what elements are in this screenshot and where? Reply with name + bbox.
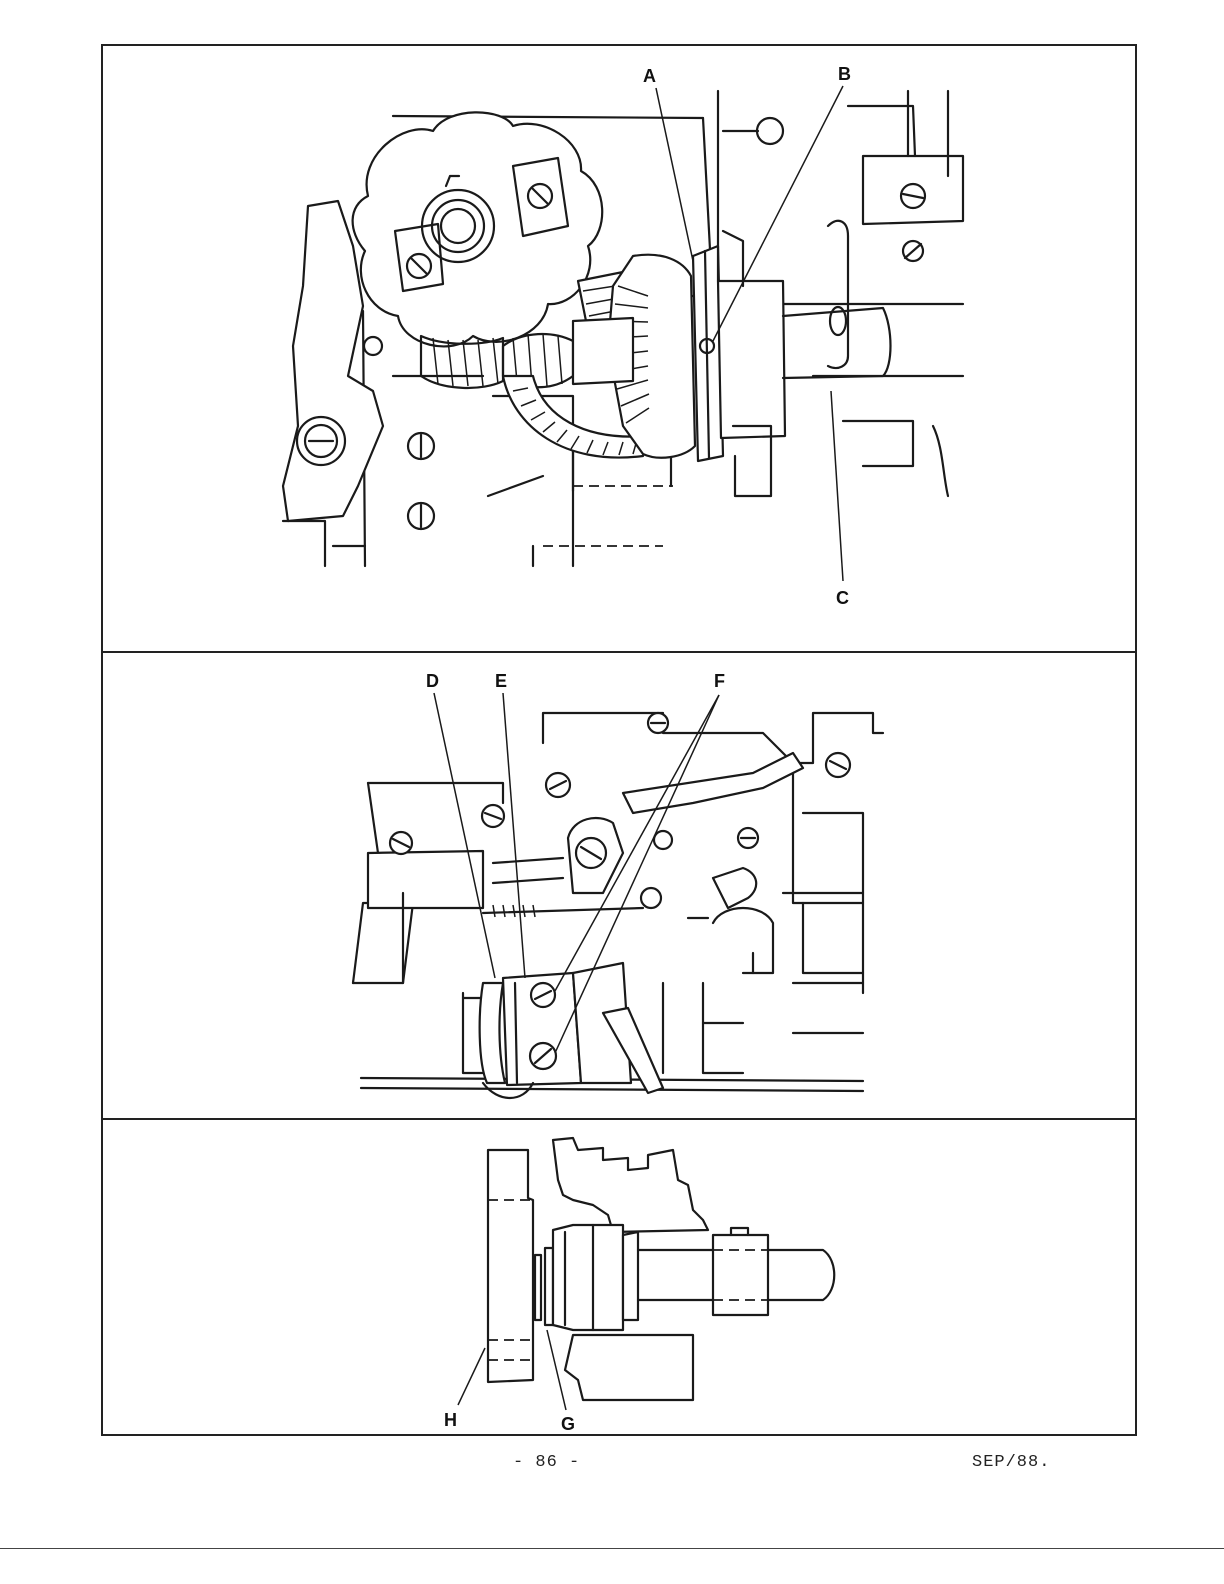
callout-c: C	[836, 588, 849, 608]
callout-e: E	[495, 671, 507, 691]
callout-g: G	[561, 1414, 575, 1434]
page-number: - 86 -	[513, 1453, 581, 1472]
revision-date: SEP/88.	[972, 1453, 1051, 1472]
bottom-rule	[0, 1548, 1224, 1549]
bottom-panel: H G	[103, 1120, 1135, 1438]
bottom-illustration: H G	[444, 1136, 836, 1434]
middle-panel: D E F	[103, 653, 1135, 1120]
callout-h: H	[444, 1410, 457, 1430]
top-panel: A B C	[103, 46, 1135, 653]
callout-f: F	[714, 671, 725, 691]
callout-b: B	[838, 64, 851, 84]
figure-frame: A B C	[101, 44, 1137, 1436]
middle-illustration: D E F	[351, 671, 885, 1099]
top-illustration: A B C	[281, 64, 965, 608]
callout-d: D	[426, 671, 439, 691]
callout-a: A	[643, 66, 656, 86]
